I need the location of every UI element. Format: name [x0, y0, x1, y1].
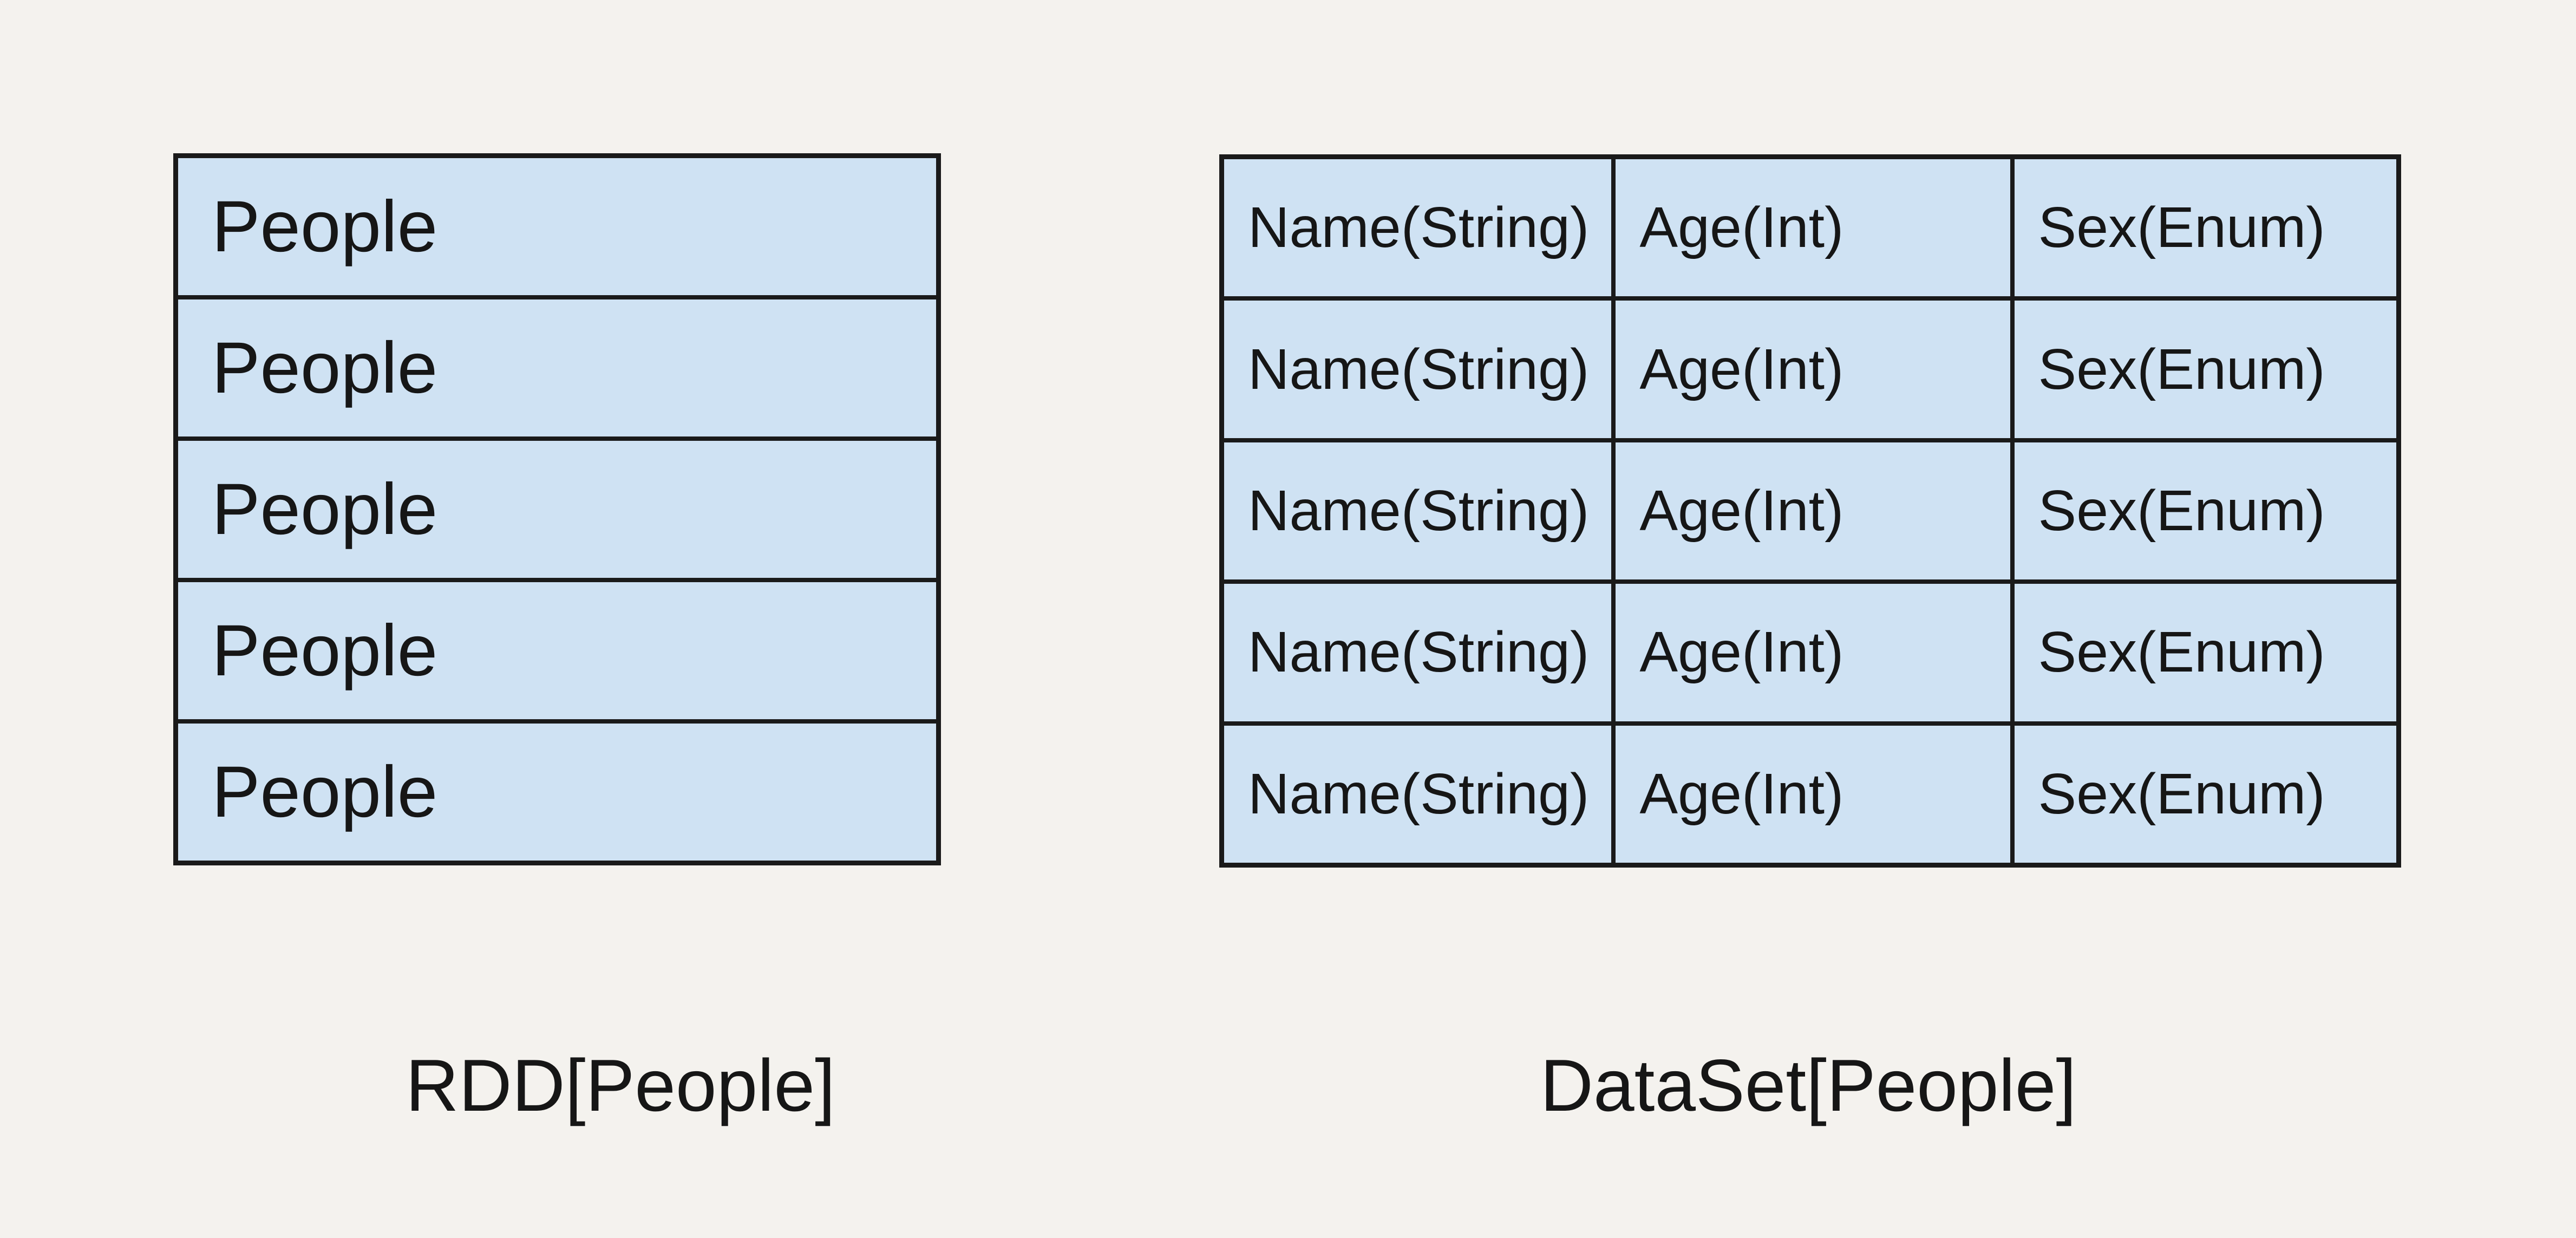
- rdd-row-cell: People: [178, 582, 936, 719]
- dataset-cell-name: Name(String): [1224, 159, 1612, 297]
- dataset-table: Name(String) Age(Int) Sex(Enum) Name(Str…: [1219, 154, 2401, 868]
- dataset-table-caption: DataSet[People]: [1540, 1044, 2077, 1126]
- dataset-cell-sex: Sex(Enum): [2014, 442, 2396, 580]
- rdd-row-cell: People: [178, 724, 936, 861]
- rdd-row-cell: People: [178, 299, 936, 436]
- rdd-table: People People People People People: [173, 153, 941, 865]
- dataset-cell-name: Name(String): [1224, 301, 1612, 438]
- dataset-cell-age: Age(Int): [1616, 301, 2010, 438]
- rdd-row-cell: People: [178, 158, 936, 295]
- dataset-cell-age: Age(Int): [1616, 442, 2010, 580]
- dataset-cell-age: Age(Int): [1616, 159, 2010, 297]
- rdd-row-cell: People: [178, 441, 936, 578]
- dataset-cell-age: Age(Int): [1616, 725, 2010, 863]
- dataset-cell-name: Name(String): [1224, 584, 1612, 721]
- dataset-cell-age: Age(Int): [1616, 584, 2010, 721]
- dataset-cell-sex: Sex(Enum): [2014, 584, 2396, 721]
- dataset-cell-sex: Sex(Enum): [2014, 159, 2396, 297]
- dataset-cell-sex: Sex(Enum): [2014, 725, 2396, 863]
- rdd-table-caption: RDD[People]: [406, 1044, 835, 1126]
- dataset-cell-name: Name(String): [1224, 725, 1612, 863]
- dataset-cell-sex: Sex(Enum): [2014, 301, 2396, 438]
- dataset-cell-name: Name(String): [1224, 442, 1612, 580]
